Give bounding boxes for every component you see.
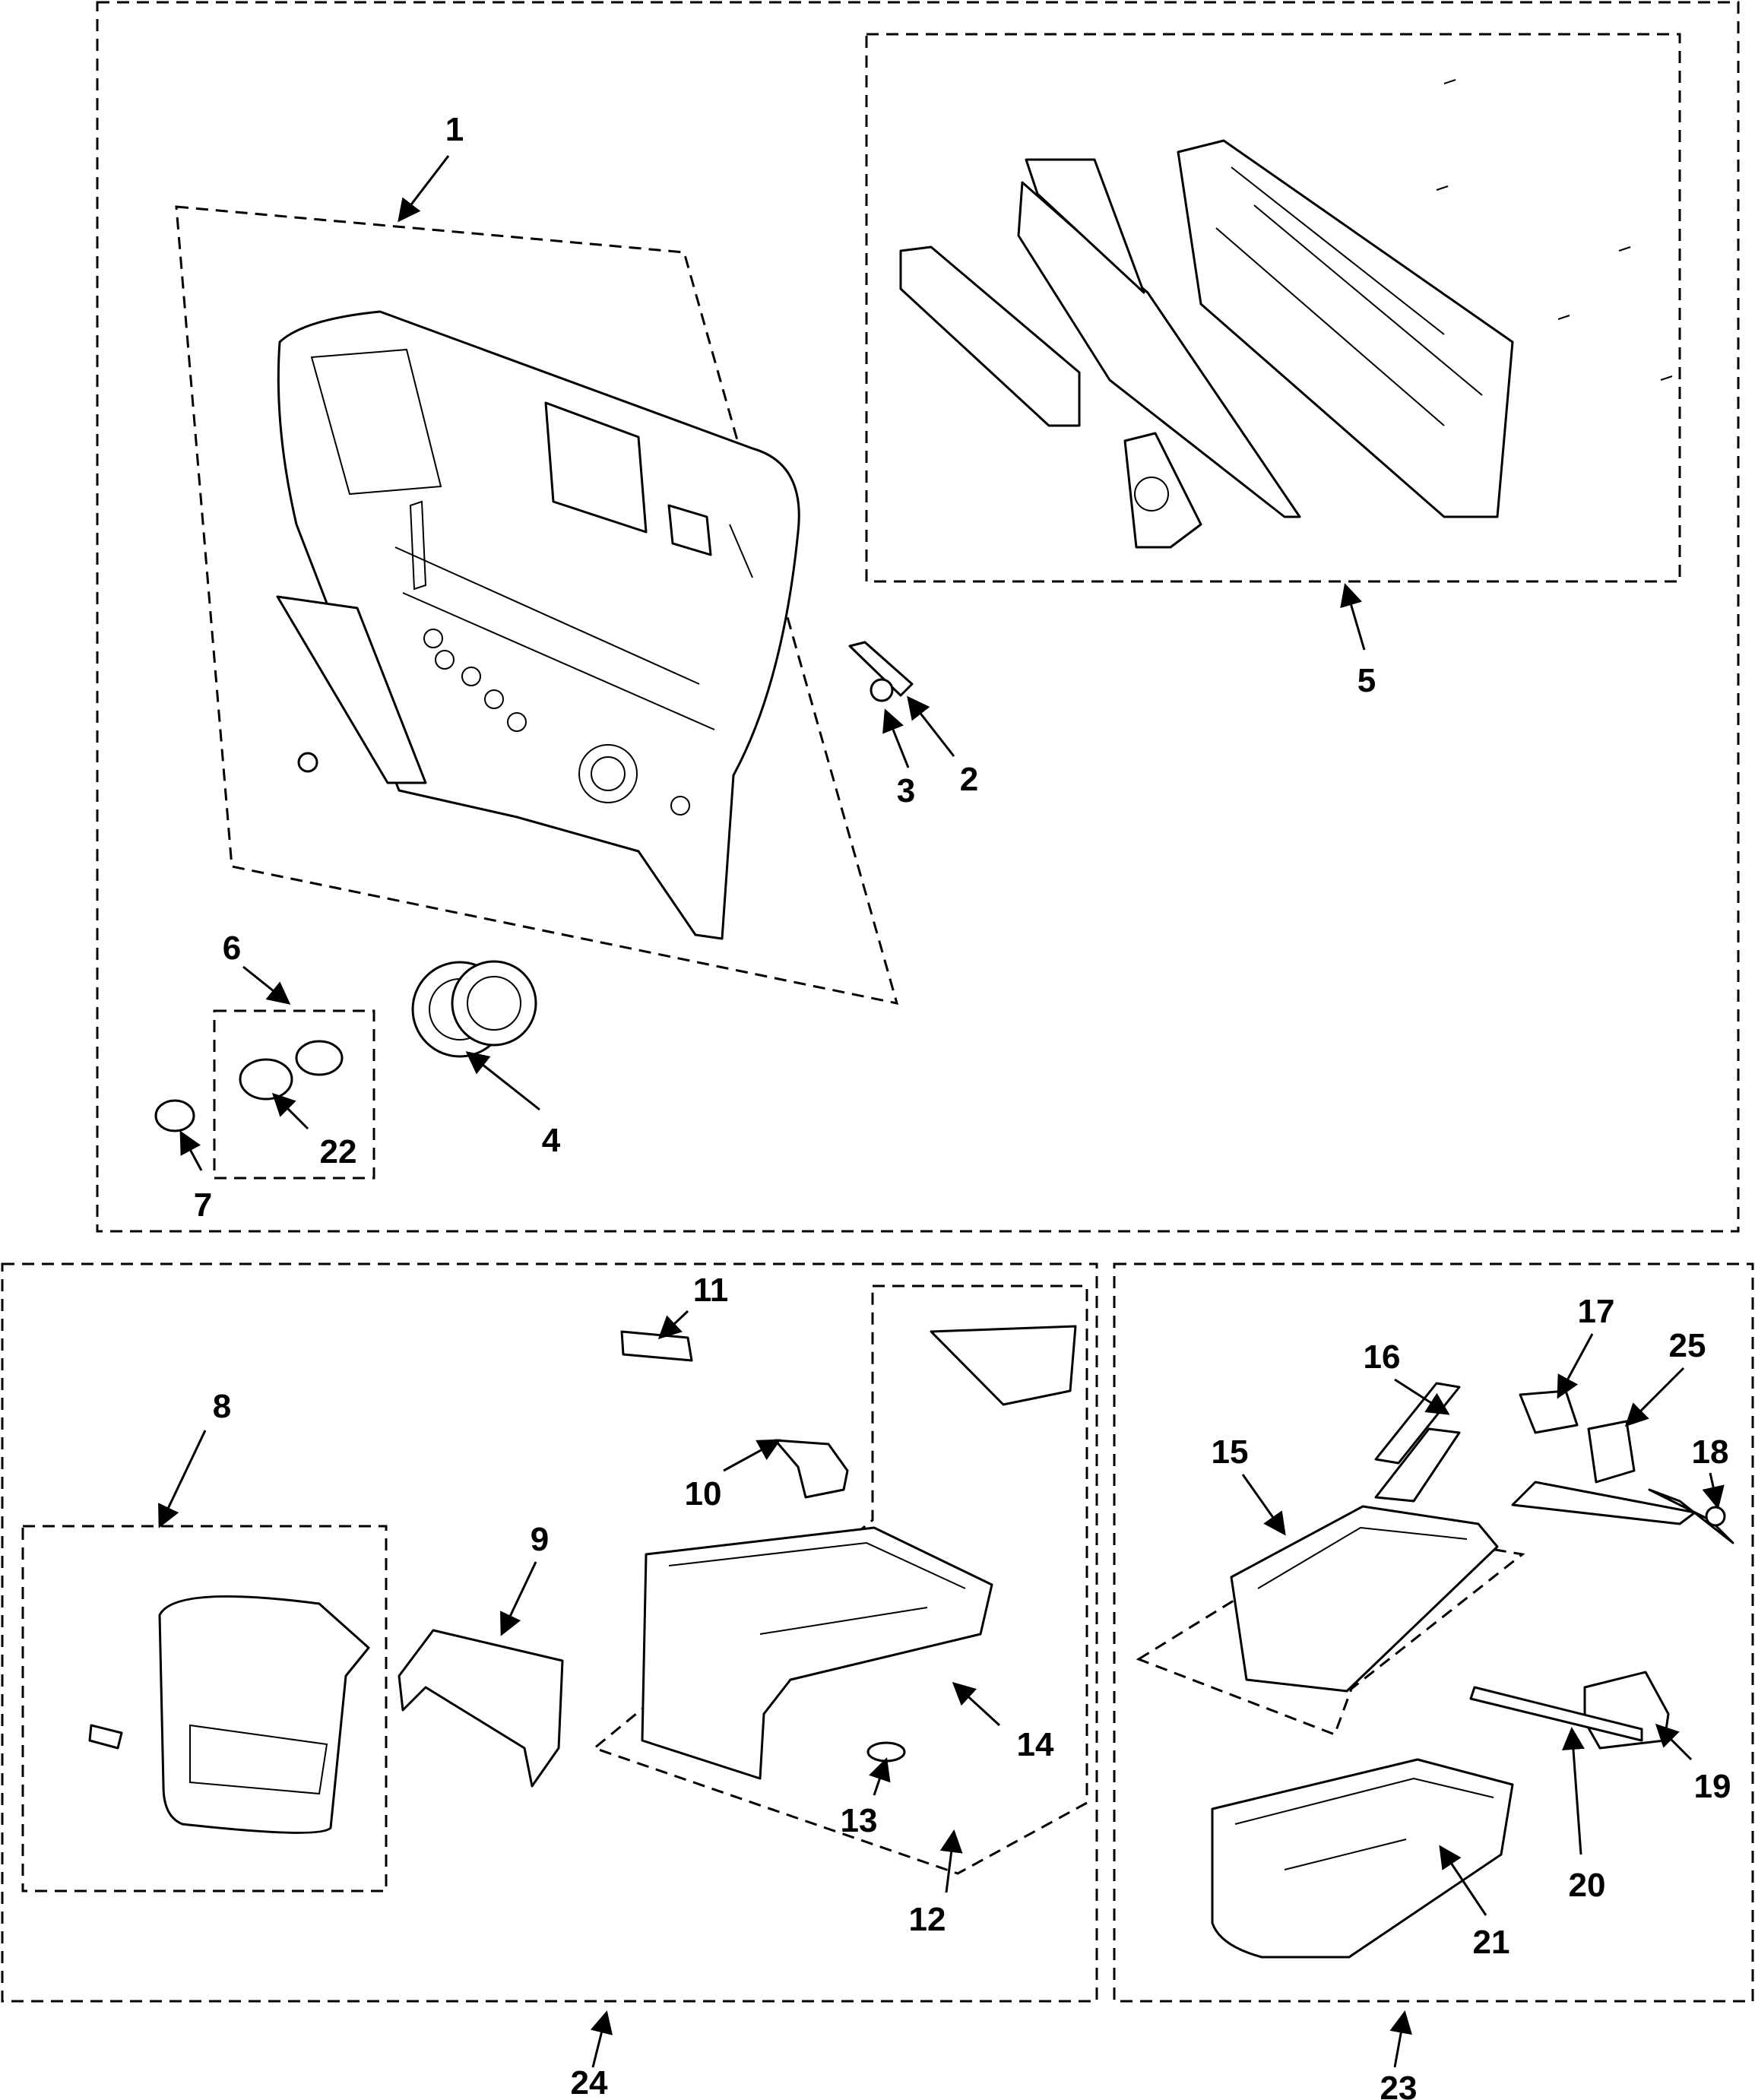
callout-2: 2 — [960, 761, 978, 798]
knob-assembly-box — [213, 1009, 375, 1180]
callout-13: 13 — [841, 1802, 878, 1839]
callout-labels: 1 2 3 4 5 6 7 8 9 10 11 12 13 14 15 16 1… — [194, 111, 1731, 2100]
dispenser-parts — [1211, 1382, 1734, 1959]
knob-parts — [154, 960, 537, 1132]
pcb-assembly-box — [865, 33, 1681, 583]
callout-5: 5 — [1357, 662, 1376, 699]
callout-21: 21 — [1473, 1924, 1510, 1961]
connector-parts — [848, 641, 914, 702]
callout-17: 17 — [1578, 1293, 1615, 1330]
callout-9: 9 — [531, 1521, 549, 1558]
callout-15: 15 — [1212, 1433, 1249, 1471]
leader-lines — [158, 155, 1725, 2068]
drawer-front-part — [88, 1595, 370, 1834]
callout-20: 20 — [1569, 1867, 1606, 1904]
callout-25: 25 — [1669, 1327, 1706, 1364]
drawer-front-box — [21, 1525, 388, 1893]
callout-8: 8 — [213, 1388, 231, 1425]
callout-3: 3 — [897, 772, 915, 809]
callout-18: 18 — [1692, 1433, 1729, 1471]
callout-1: 1 — [445, 111, 464, 148]
callout-24: 24 — [571, 2064, 608, 2100]
callout-11: 11 — [693, 1272, 729, 1309]
callout-14: 14 — [1017, 1726, 1054, 1763]
callout-10: 10 — [685, 1475, 722, 1512]
group-boxes — [1, 1, 1754, 2003]
callout-23: 23 — [1380, 2070, 1418, 2100]
callout-6: 6 — [223, 930, 241, 967]
pcb-assembly-part — [899, 79, 1673, 549]
callout-22: 22 — [320, 1133, 357, 1170]
drawer-group-box — [1, 1262, 1098, 2003]
callout-16: 16 — [1364, 1338, 1401, 1376]
dispenser-group-box — [1113, 1262, 1754, 2003]
control-panel-part — [276, 310, 800, 940]
callout-12: 12 — [909, 1901, 946, 1938]
callout-4: 4 — [542, 1122, 561, 1159]
drawer-small-parts — [620, 1330, 849, 1499]
drawer-bracket-part — [398, 1629, 564, 1788]
control-panel-group-box — [96, 1, 1740, 1233]
panel-assembly-box — [175, 205, 899, 1005]
drawer-body-box — [591, 1284, 1088, 1875]
drawer-body-part — [641, 1325, 1077, 1780]
callout-19: 19 — [1694, 1768, 1731, 1805]
callout-7: 7 — [194, 1186, 212, 1224]
